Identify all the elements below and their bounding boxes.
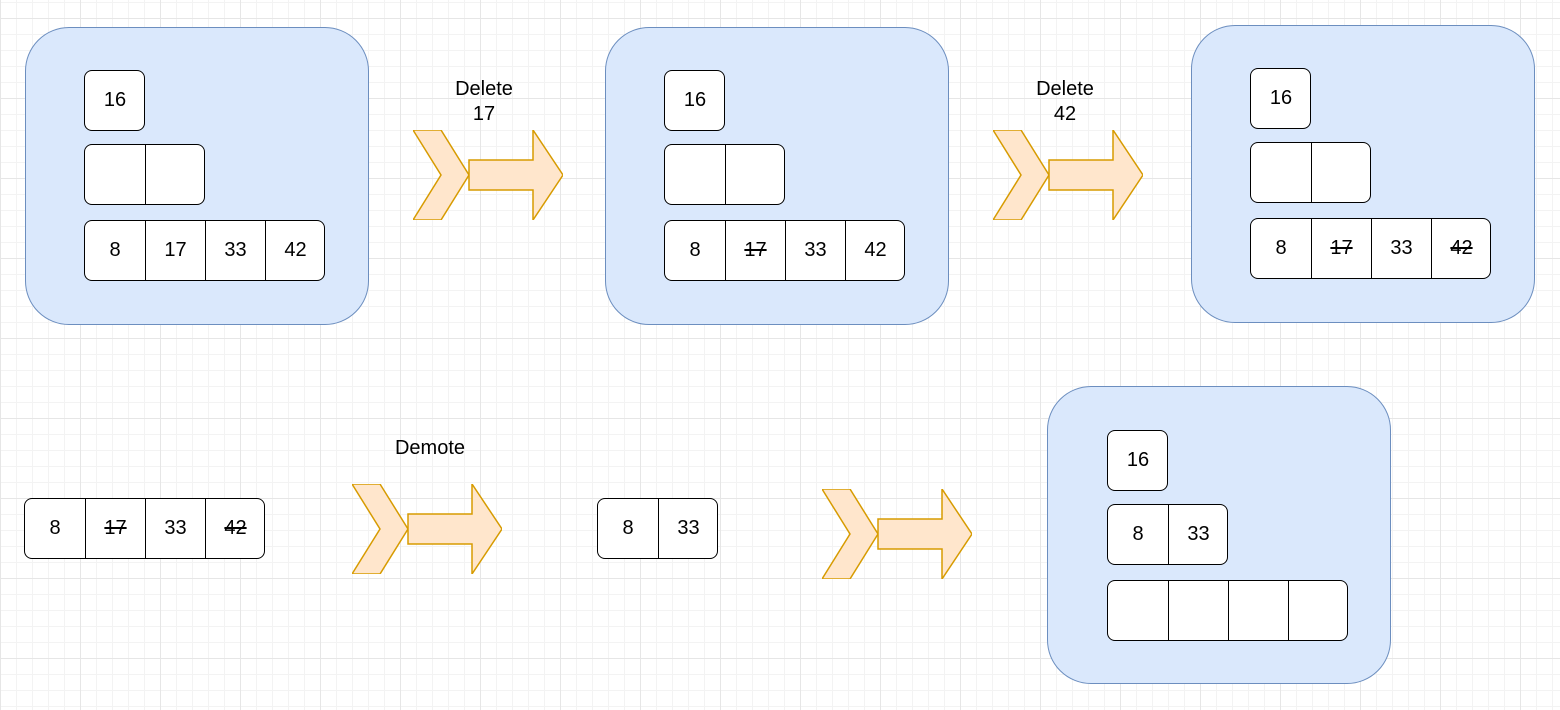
root-cell: 16 xyxy=(1269,87,1293,109)
step-arrow-icon xyxy=(822,489,972,579)
middle-cell xyxy=(85,145,145,204)
middle-cell xyxy=(145,145,204,204)
middle-node xyxy=(84,144,205,205)
leaf-cell-deleted: 42 xyxy=(1431,219,1490,278)
middle-node xyxy=(664,144,785,205)
leaf-cell: 42 xyxy=(265,221,324,280)
input-leaf-node: 8 17 33 42 xyxy=(24,498,265,559)
middle-cell xyxy=(1311,143,1370,202)
demoted-cell: 8 xyxy=(622,517,634,539)
root-node: 16 xyxy=(84,70,145,131)
leaf-cell-deleted: 17 xyxy=(1311,219,1371,278)
leaf-node: 8 17 33 42 xyxy=(664,220,905,281)
step-arrow-icon xyxy=(413,130,563,220)
leaf-cell-deleted: 17 xyxy=(85,499,145,558)
middle-node: 8 33 xyxy=(1107,504,1228,565)
leaf-cell xyxy=(1108,581,1168,640)
leaf-cell: 33 xyxy=(205,221,265,280)
step-label-demote: Demote xyxy=(394,437,466,459)
middle-node xyxy=(1250,142,1371,203)
leaf-cell: 8 xyxy=(49,517,61,539)
root-node: 16 xyxy=(1107,430,1168,491)
root-cell: 16 xyxy=(683,89,707,111)
leaf-cell xyxy=(1168,581,1228,640)
middle-cell: 33 xyxy=(1168,505,1227,564)
step-label-line: Delete xyxy=(455,78,513,100)
step-label-line: 17 xyxy=(472,103,496,125)
leaf-cell: 8 xyxy=(109,239,121,261)
step-label-delete-17: Delete 17 xyxy=(414,77,554,127)
leaf-cell xyxy=(1288,581,1347,640)
leaf-node: 8 17 33 42 xyxy=(1250,218,1491,279)
root-node: 16 xyxy=(1250,68,1311,129)
root-cell: 16 xyxy=(103,89,127,111)
step-label-delete-42: Delete 42 xyxy=(995,77,1135,127)
root-cell: 16 xyxy=(1126,449,1150,471)
leaf-cell: 17 xyxy=(145,221,205,280)
middle-cell: 8 xyxy=(1132,523,1144,545)
leaf-node xyxy=(1107,580,1348,641)
demote-arrow-icon xyxy=(352,484,502,574)
middle-cell xyxy=(725,145,784,204)
middle-cell xyxy=(665,145,725,204)
step-label-line: Delete xyxy=(1036,78,1094,100)
demoted-cell: 33 xyxy=(658,499,717,558)
leaf-cell: 33 xyxy=(145,499,205,558)
leaf-cell: 42 xyxy=(845,221,904,280)
step-label-line: 42 xyxy=(1053,103,1077,125)
leaf-cell-deleted: 42 xyxy=(205,499,264,558)
leaf-cell: 8 xyxy=(689,239,701,261)
demoted-node: 8 33 xyxy=(597,498,718,559)
middle-cell xyxy=(1251,143,1311,202)
leaf-cell xyxy=(1228,581,1288,640)
leaf-cell: 33 xyxy=(1371,219,1431,278)
leaf-cell: 33 xyxy=(785,221,845,280)
leaf-cell: 8 xyxy=(1275,237,1287,259)
root-node: 16 xyxy=(664,70,725,131)
leaf-node: 8 17 33 42 xyxy=(84,220,325,281)
leaf-cell-deleted: 17 xyxy=(725,221,785,280)
step-arrow-icon xyxy=(993,130,1143,220)
